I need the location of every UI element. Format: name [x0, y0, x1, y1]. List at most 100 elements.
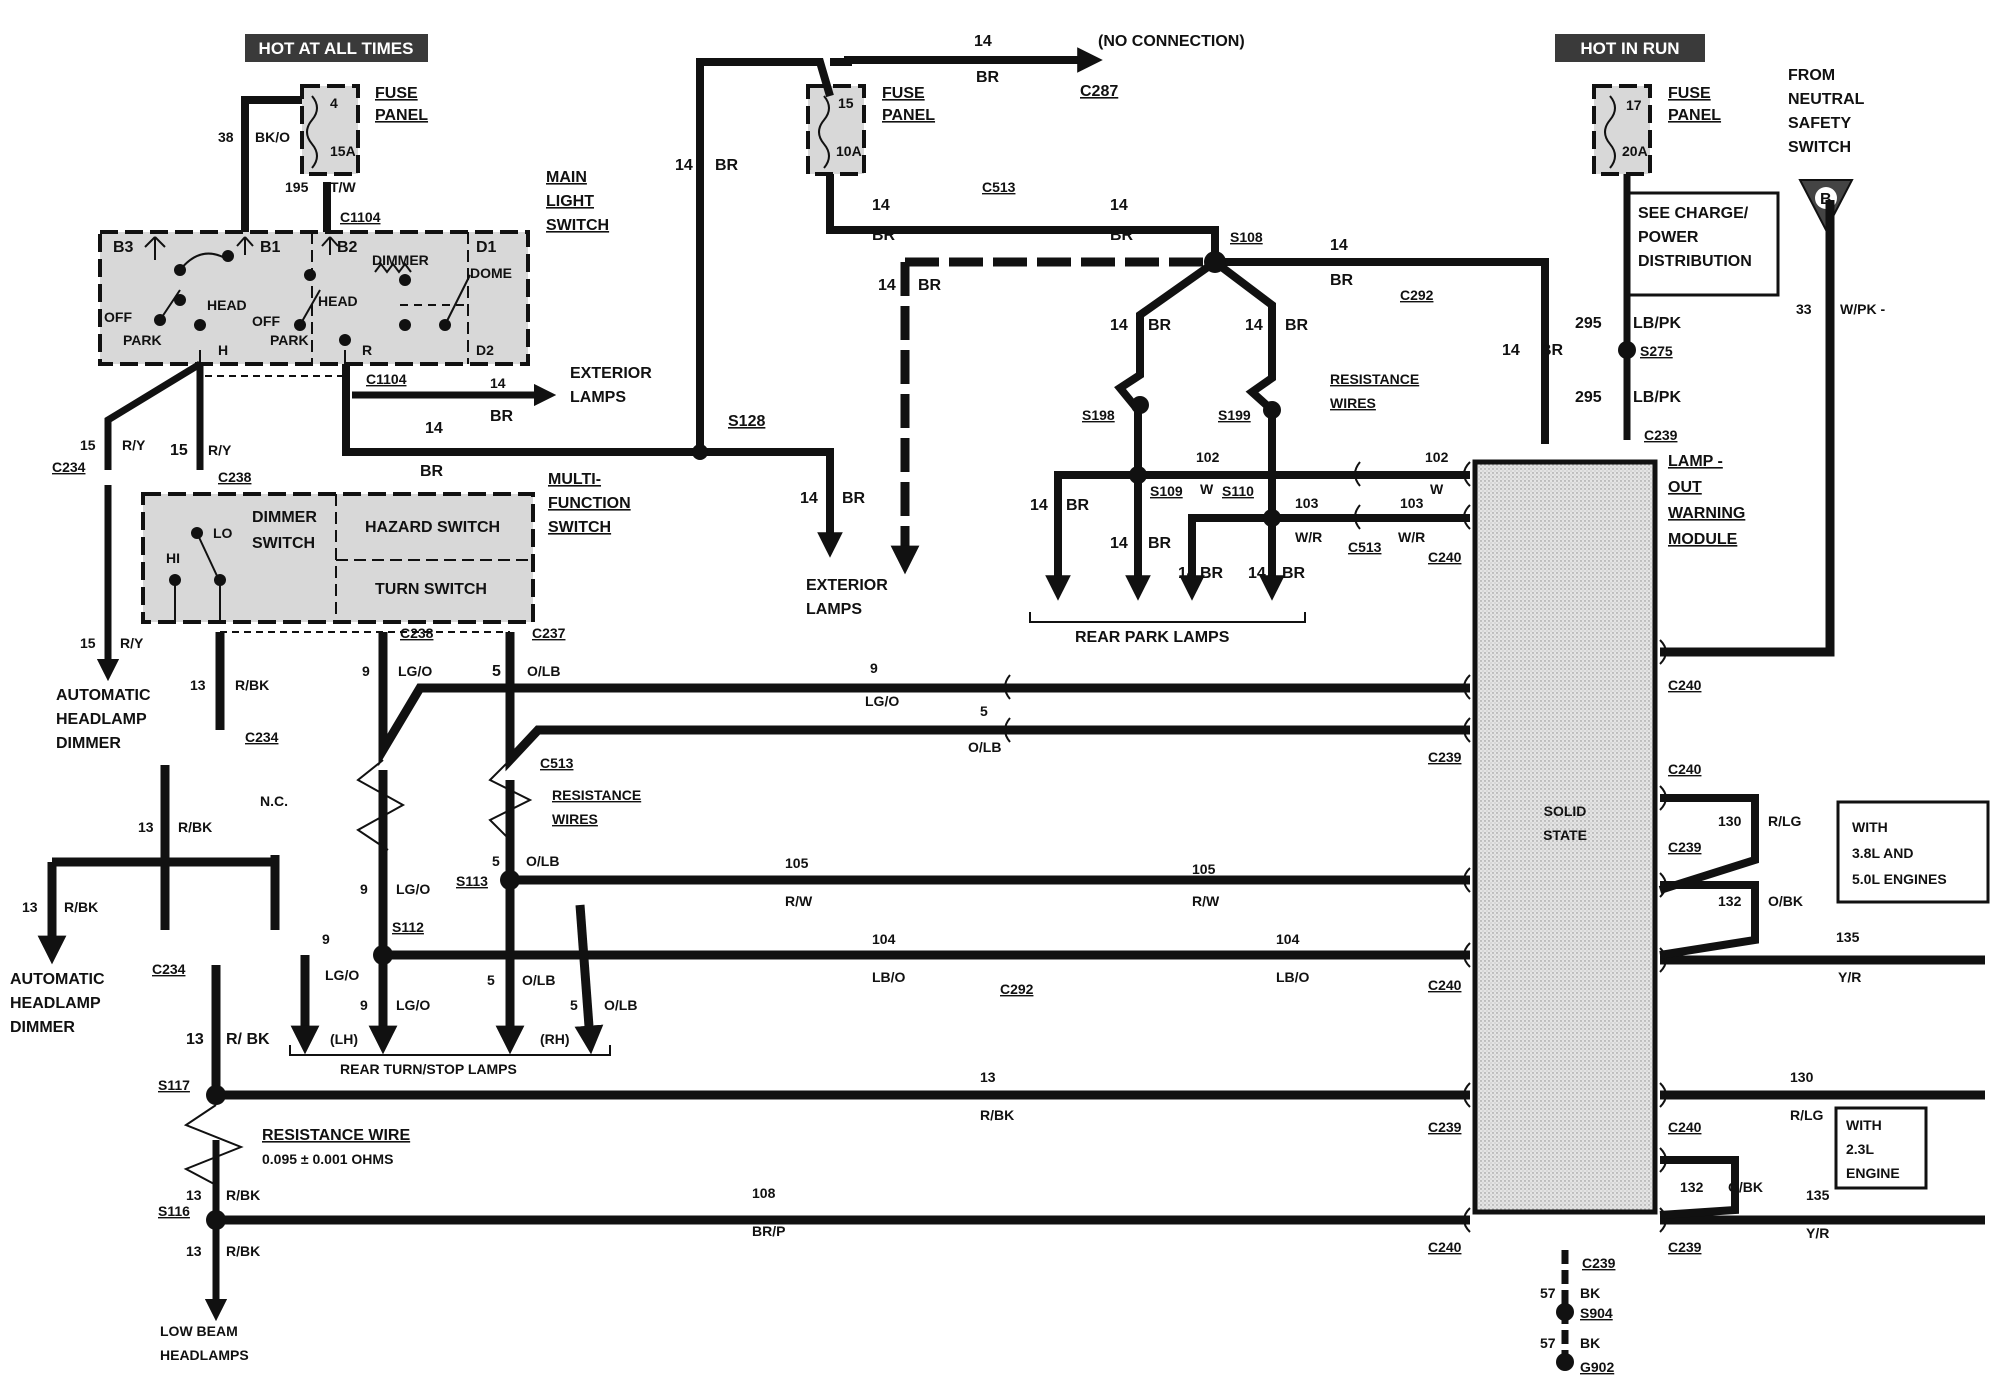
svg-text:B: B: [1820, 191, 1832, 208]
svg-text:BR: BR: [1540, 342, 1564, 359]
svg-text:14: 14: [1178, 565, 1196, 582]
svg-text:14: 14: [490, 375, 506, 391]
svg-text:LOW BEAM: LOW BEAM: [160, 1323, 238, 1339]
svg-text:B1: B1: [260, 239, 281, 256]
splice-labels: S128 S108 S198 S199 S109 S110 S275 S113 …: [158, 229, 1673, 1375]
svg-text:LAMPS: LAMPS: [806, 601, 862, 618]
hot-in-run-badge: HOT IN RUN: [1555, 34, 1705, 62]
svg-text:135: 135: [1836, 929, 1860, 945]
svg-text:C240: C240: [1428, 549, 1462, 565]
svg-text:NEUTRAL: NEUTRAL: [1788, 91, 1865, 108]
striped-wires: [37, 200, 1985, 1365]
svg-text:132: 132: [1718, 893, 1742, 909]
svg-text:PANEL: PANEL: [375, 107, 428, 124]
svg-text:10A: 10A: [836, 143, 862, 159]
svg-text:R/BK: R/BK: [64, 899, 98, 915]
svg-text:BR: BR: [1110, 227, 1134, 244]
svg-text:BR: BR: [1148, 317, 1172, 334]
svg-text:BR: BR: [715, 157, 739, 174]
svg-text:C239: C239: [1668, 1239, 1702, 1255]
svg-text:C513: C513: [540, 755, 574, 771]
engine-box-23: WITH 2.3L ENGINE: [1834, 1106, 1928, 1190]
svg-text:PANEL: PANEL: [1668, 107, 1721, 124]
svg-text:W/PK -: W/PK -: [1840, 301, 1885, 317]
svg-text:105: 105: [785, 855, 809, 871]
svg-text:Y/R: Y/R: [1838, 969, 1861, 985]
svg-text:57: 57: [1540, 1285, 1556, 1301]
fuse-panel-17: 17 20A FUSE PANEL: [1592, 84, 1721, 176]
svg-text:38: 38: [218, 129, 234, 145]
svg-text:FUNCTION: FUNCTION: [548, 495, 631, 512]
svg-text:R/Y: R/Y: [208, 442, 232, 458]
svg-text:POWER: POWER: [1638, 229, 1699, 246]
svg-text:O/LB: O/LB: [522, 972, 555, 988]
svg-text:13: 13: [138, 819, 154, 835]
svg-text:C240: C240: [1428, 977, 1462, 993]
svg-text:DIMMER: DIMMER: [10, 1019, 75, 1036]
svg-text:DIMMER: DIMMER: [372, 252, 429, 268]
fuse-panel-4: 4 15A FUSE PANEL: [300, 84, 428, 176]
svg-text:O/LB: O/LB: [604, 997, 637, 1013]
svg-text:EXTERIOR: EXTERIOR: [806, 577, 888, 594]
svg-text:AUTOMATIC: AUTOMATIC: [56, 687, 151, 704]
svg-text:HOT AT ALL TIMES: HOT AT ALL TIMES: [259, 39, 414, 58]
svg-text:13: 13: [186, 1031, 204, 1048]
svg-text:R: R: [362, 342, 372, 358]
charge-distribution-box: SEE CHARGE/ POWER DISTRIBUTION: [1626, 191, 1780, 297]
svg-text:15: 15: [80, 437, 96, 453]
svg-text:R/W: R/W: [1192, 893, 1220, 909]
svg-text:9: 9: [870, 660, 878, 676]
svg-text:S117: S117: [158, 1077, 190, 1093]
svg-text:REAR PARK LAMPS: REAR PARK LAMPS: [1075, 629, 1230, 646]
svg-text:14: 14: [800, 490, 818, 507]
svg-text:BR: BR: [1330, 272, 1354, 289]
svg-text:D2: D2: [476, 342, 494, 358]
svg-text:R/BK: R/BK: [980, 1107, 1014, 1123]
svg-text:OFF: OFF: [104, 309, 132, 325]
destination-labels: EXTERIOR LAMPS EXTERIOR LAMPS AUTOMATIC …: [10, 33, 1306, 1363]
svg-text:C240: C240: [1428, 1239, 1462, 1255]
svg-text:AUTOMATIC: AUTOMATIC: [10, 971, 105, 988]
svg-text:C238: C238: [400, 625, 434, 641]
svg-text:S128: S128: [728, 413, 765, 430]
svg-text:HOT IN RUN: HOT IN RUN: [1580, 39, 1679, 58]
svg-text:BR: BR: [1282, 565, 1306, 582]
svg-text:T/W: T/W: [330, 179, 356, 195]
svg-text:5: 5: [492, 663, 501, 680]
svg-text:195: 195: [285, 179, 309, 195]
component-labels: RESISTANCE WIRE 0.095 ± 0.001 OHMS RESIS…: [262, 371, 1419, 1167]
svg-text:14: 14: [1245, 317, 1263, 334]
svg-text:B2: B2: [337, 239, 358, 256]
svg-text:FUSE: FUSE: [1668, 85, 1711, 102]
svg-text:SOLID: SOLID: [1544, 803, 1587, 819]
svg-text:LG/O: LG/O: [325, 967, 359, 983]
svg-text:SWITCH: SWITCH: [548, 519, 611, 536]
svg-text:LB/PK: LB/PK: [1633, 389, 1681, 406]
svg-text:C292: C292: [1400, 287, 1434, 303]
svg-text:O/LB: O/LB: [527, 663, 560, 679]
svg-text:FUSE: FUSE: [375, 85, 418, 102]
svg-text:C234: C234: [52, 459, 86, 475]
svg-text:HEADLAMPS: HEADLAMPS: [160, 1347, 249, 1363]
wire-labels: 38 BK/O 195 T/W 14 BR 14 BR 14 BR 14 BR …: [22, 33, 1885, 1351]
svg-text:108: 108: [752, 1185, 776, 1201]
svg-text:0.095 ± 0.001 OHMS: 0.095 ± 0.001 OHMS: [262, 1151, 393, 1167]
svg-text:20A: 20A: [1622, 143, 1648, 159]
svg-text:14: 14: [1110, 535, 1128, 552]
svg-text:C238: C238: [218, 469, 252, 485]
svg-text:S904: S904: [1580, 1305, 1613, 1321]
svg-text:BR: BR: [872, 227, 896, 244]
svg-text:RESISTANCE: RESISTANCE: [552, 787, 641, 803]
svg-text:C240: C240: [1668, 761, 1702, 777]
svg-text:OFF: OFF: [252, 313, 280, 329]
svg-text:BR: BR: [1285, 317, 1309, 334]
svg-text:RESISTANCE: RESISTANCE: [1330, 371, 1419, 387]
svg-text:C1104: C1104: [340, 209, 381, 225]
svg-text:RESISTANCE WIRE: RESISTANCE WIRE: [262, 1127, 410, 1144]
svg-text:BR: BR: [1200, 565, 1224, 582]
svg-text:PANEL: PANEL: [882, 107, 935, 124]
svg-text:C234: C234: [245, 729, 279, 745]
svg-text:WIRES: WIRES: [1330, 395, 1376, 411]
svg-text:9: 9: [362, 663, 370, 679]
svg-text:STATE: STATE: [1543, 827, 1587, 843]
